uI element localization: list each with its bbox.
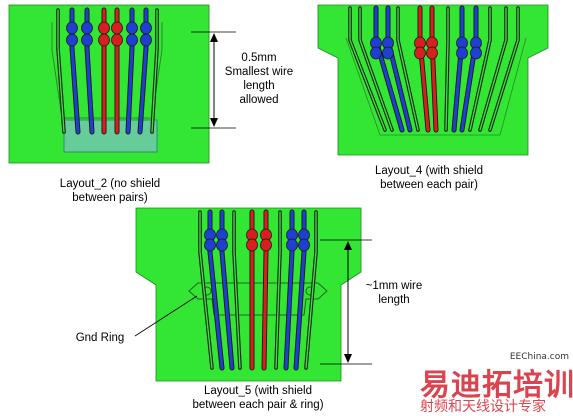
small-length-dimension (191, 31, 236, 129)
layout5-wire-2 (204, 209, 225, 371)
layout5-caption-line2: between each pair & ring) (192, 399, 324, 411)
layout4-wire-9 (451, 5, 468, 133)
small-length-line2: Smallest wire (224, 66, 294, 78)
layout2-panel (8, 4, 210, 164)
gnd-ring-shape (188, 282, 328, 316)
layout5-wire-5 (246, 209, 258, 371)
layout2-wire-7 (137, 7, 152, 135)
layout4-wire-5 (396, 6, 420, 132)
layout4-wire-11 (468, 6, 492, 132)
layout2-trace-outline (51, 22, 163, 119)
layout4-wire-3 (370, 5, 405, 133)
large-length-line1: ~1mm wire (365, 280, 423, 292)
large-length-line2: length (378, 294, 410, 306)
layout4-wires (348, 5, 520, 133)
layout5-wire-3 (216, 209, 235, 371)
layout5-wire-6 (260, 209, 272, 371)
small-length-label: 0.5mm Smallest wire length allowed (218, 51, 300, 107)
layout4-wire-8 (444, 6, 450, 132)
layout2-wire-4 (98, 7, 110, 135)
watermark-site: EEChina.com (509, 352, 569, 362)
layout4-caption-line1: Layout_4 (with shield (374, 165, 484, 177)
layout2-wire-1 (56, 8, 66, 134)
layout4-wire-10 (459, 5, 482, 133)
watermark-brand: 易迪拓培训 (420, 368, 573, 403)
small-length-line4: allowed (239, 94, 279, 106)
large-length-label: ~1mm wire length (354, 279, 434, 307)
gnd-ring-leader (134, 295, 198, 337)
layout4-wire-12 (478, 6, 508, 132)
layout2-wire-2 (66, 7, 81, 135)
layout5-wire-9 (293, 209, 310, 371)
layout2-caption-line1: Layout_2 (no shield (59, 178, 161, 190)
layout2-wire-5 (111, 7, 123, 135)
layout4-wire-6 (414, 5, 431, 133)
gnd-ring-label: Gnd Ring (75, 332, 125, 344)
layout2-caption: Layout_2 (no shield between pairs) (40, 177, 180, 205)
layout4-panel (317, 4, 549, 156)
small-length-line1: 0.5mm (241, 52, 277, 64)
layout2-caption-line2: between pairs) (72, 192, 148, 204)
layout5-caption: Layout_5 (with shield between each pair … (168, 384, 348, 412)
layout4-wire-13 (488, 6, 520, 132)
layout5-panel (135, 207, 362, 382)
layout4-wire-7 (426, 5, 439, 133)
layout5-wire-7 (274, 210, 282, 370)
layout5-wires (198, 209, 318, 371)
layout4-caption: Layout_4 (with shield between each pair) (354, 164, 504, 192)
large-length-dimension (320, 239, 372, 365)
layout5-wire-4 (232, 210, 242, 370)
layout5-caption-line1: Layout_5 (with shield (203, 385, 313, 397)
watermark-subtitle: 射频和天线设计专家 (420, 399, 546, 415)
layout4-caption-line2: between each pair) (380, 179, 478, 191)
layout5-wire-1 (198, 210, 214, 370)
layout4-wire-2 (358, 6, 394, 132)
layout2-wire-3 (81, 7, 95, 135)
layout5-wire-8 (283, 209, 298, 371)
layout2-wire-8 (150, 8, 159, 134)
small-length-line3: length (243, 80, 275, 92)
layout4-wire-4 (382, 5, 413, 133)
layout4-wire-1 (348, 6, 387, 132)
layout5-wire-10 (304, 210, 318, 370)
layout2-wires (56, 7, 159, 135)
layout2-wire-6 (125, 7, 138, 135)
